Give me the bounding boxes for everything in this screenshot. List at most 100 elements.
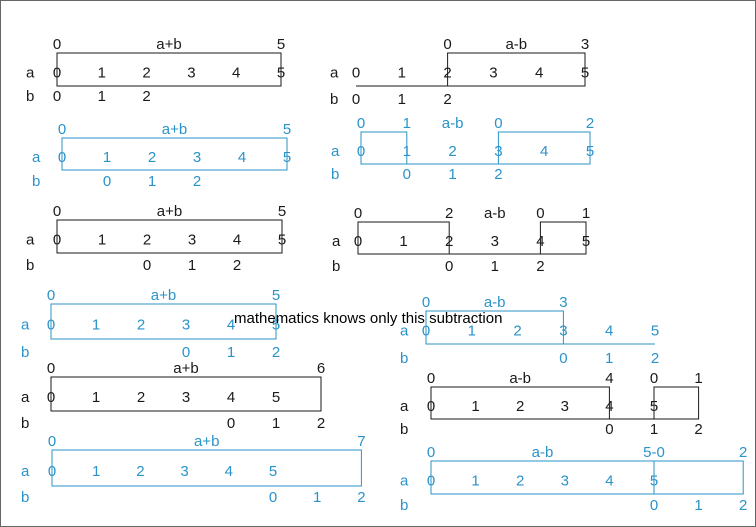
- b-value: 0: [559, 350, 567, 367]
- box-end-label: 6: [317, 360, 325, 377]
- a-value: 2: [513, 322, 521, 339]
- box-end-label: 2: [739, 444, 747, 461]
- a-value: 3: [491, 233, 499, 250]
- a-value: 1: [403, 143, 411, 160]
- box-start-label: 0: [494, 115, 502, 132]
- box-start-label: 0: [53, 203, 61, 220]
- row-label-b: b: [332, 258, 340, 275]
- box-start-label: 0: [422, 294, 430, 311]
- a-value: 2: [137, 316, 145, 333]
- row-label-a: a: [21, 463, 30, 480]
- row-label-a: a: [400, 322, 409, 339]
- b-value: 1: [313, 489, 321, 506]
- a-value: 4: [536, 233, 544, 250]
- a-value: 3: [187, 64, 195, 81]
- b-value: 2: [694, 421, 702, 438]
- box-end-label: 5: [277, 36, 285, 53]
- a-value: 1: [471, 398, 479, 415]
- a-value: 1: [92, 389, 100, 406]
- a-value: 5: [272, 389, 280, 406]
- row-label-a: a: [32, 149, 41, 166]
- a-value: 3: [193, 149, 201, 166]
- a-value: 0: [47, 316, 55, 333]
- box-end-label: 4: [605, 370, 613, 387]
- a-value: 1: [399, 233, 407, 250]
- a-value: 2: [136, 463, 144, 480]
- box-start-label: 0: [357, 115, 365, 132]
- row-label-b: b: [331, 166, 339, 183]
- row-label-a: a: [26, 231, 35, 248]
- a-value: 2: [448, 143, 456, 160]
- b-value: 1: [272, 415, 280, 432]
- a-value: 5: [650, 472, 658, 489]
- row-label-b: b: [400, 350, 408, 367]
- box-start-label: 0: [443, 36, 451, 53]
- box-end-label: 2: [445, 205, 453, 222]
- row-label-a: a: [332, 233, 341, 250]
- row-label-b: b: [400, 497, 408, 514]
- subtraction-note: mathematics knows only this subtraction: [234, 310, 502, 327]
- operation-label: a-b: [484, 294, 506, 311]
- a-value: 4: [225, 463, 233, 480]
- b-value: 0: [605, 421, 613, 438]
- operation-label: a+b: [194, 433, 219, 450]
- a-value: 0: [58, 149, 66, 166]
- a-value: 5: [651, 322, 659, 339]
- range-box: [50, 303, 277, 340]
- a-value: 2: [137, 389, 145, 406]
- b-value: 2: [142, 88, 150, 105]
- box-start-label: 0: [536, 205, 544, 222]
- b-value: 1: [650, 421, 658, 438]
- b-value: 0: [269, 489, 277, 506]
- box-start-label: 0: [58, 121, 66, 138]
- box-start-label: 0: [47, 360, 55, 377]
- a-value: 2: [148, 149, 156, 166]
- a-value: 2: [516, 398, 524, 415]
- range-box: [56, 52, 282, 87]
- box-start-label: 0: [47, 287, 55, 304]
- b-value: 0: [403, 166, 411, 183]
- a-value: 4: [605, 322, 613, 339]
- a-value: 4: [232, 64, 240, 81]
- a-value: 0: [53, 64, 61, 81]
- range-box: [653, 386, 700, 420]
- box-end-label: 3: [581, 36, 589, 53]
- box-end-label: 7: [357, 433, 365, 450]
- b-value: 0: [53, 88, 61, 105]
- a-value: 5: [283, 149, 291, 166]
- a-value: 3: [561, 472, 569, 489]
- a-value: 1: [468, 322, 476, 339]
- b-value: 1: [694, 497, 702, 514]
- b-value: 1: [491, 258, 499, 275]
- a-value: 5: [581, 64, 589, 81]
- b-value: 1: [448, 166, 456, 183]
- row-label-b: b: [21, 489, 29, 506]
- a-value: 4: [605, 472, 613, 489]
- range-box: [56, 219, 283, 254]
- a-value: 1: [471, 472, 479, 489]
- row-label-b: b: [32, 173, 40, 190]
- box-start-label: 0: [48, 433, 56, 450]
- a-value: 3: [188, 231, 196, 248]
- row-label-a: a: [21, 389, 30, 406]
- b-value: 1: [398, 91, 406, 108]
- b-value: 0: [445, 258, 453, 275]
- box-end-label: 1: [582, 205, 590, 222]
- box-start-label: 0: [427, 444, 435, 461]
- a-value: 4: [233, 231, 241, 248]
- b-value: 2: [739, 497, 747, 514]
- row-label-b: b: [21, 415, 29, 432]
- row-label-b: b: [26, 88, 34, 105]
- range-box: [61, 137, 288, 171]
- row-label-b: b: [21, 344, 29, 361]
- b-value: 2: [233, 257, 241, 274]
- b-value: 2: [317, 415, 325, 432]
- a-value: 5: [269, 463, 277, 480]
- b-value: 0: [227, 415, 235, 432]
